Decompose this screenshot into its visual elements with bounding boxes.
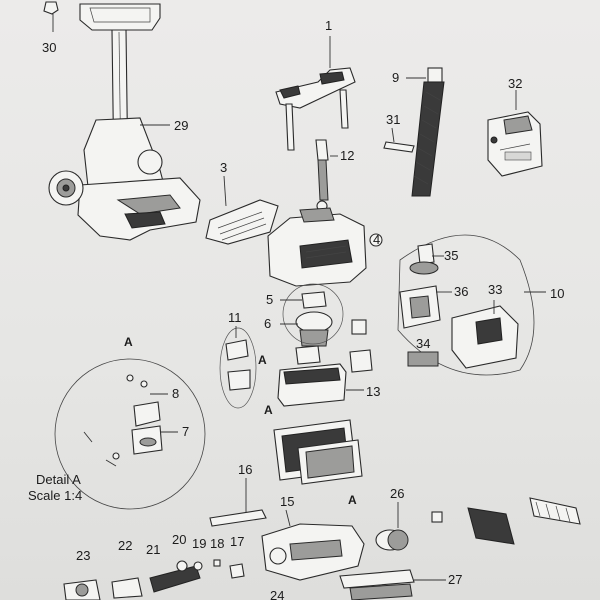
part-5-6-icon xyxy=(282,283,367,347)
label-a-detail: A xyxy=(124,335,133,349)
leader-31 xyxy=(391,127,395,143)
label-11: 11 xyxy=(228,310,242,325)
label-30: 30 xyxy=(42,40,56,55)
leader-3 xyxy=(223,175,227,207)
label-13: 13 xyxy=(366,384,380,399)
label-10: 10 xyxy=(550,286,564,301)
part-30-clip-icon xyxy=(43,1,59,32)
detail-a-title: Detail A xyxy=(36,472,81,487)
label-20: 20 xyxy=(172,532,186,547)
leader-15 xyxy=(285,509,291,527)
motor-unit-icon xyxy=(277,345,373,407)
label-21: 21 xyxy=(146,542,160,557)
label-4: 4 xyxy=(373,232,380,247)
label-a-right: A xyxy=(348,493,357,507)
power-supply-icon xyxy=(487,111,543,177)
label-8: 8 xyxy=(172,386,179,401)
label-24: 24 xyxy=(270,588,284,600)
label-15: 15 xyxy=(280,494,294,509)
label-16: 16 xyxy=(238,462,252,477)
label-a-left: A xyxy=(258,353,267,367)
filter-cartridge-icon xyxy=(273,419,363,485)
brush-wheel-icon xyxy=(375,511,443,551)
label-26: 26 xyxy=(390,486,404,501)
label-19: 19 xyxy=(192,536,206,551)
label-18: 18 xyxy=(210,536,224,551)
detail-a-group-icon xyxy=(54,358,206,510)
part-31-clip-icon xyxy=(383,141,415,153)
label-7: 7 xyxy=(182,424,189,439)
handle-icon xyxy=(275,67,356,151)
label-27: 27 xyxy=(448,572,462,587)
label-12: 12 xyxy=(340,148,354,163)
detail-a-scale: Scale 1:4 xyxy=(28,488,82,503)
label-a-lower: A xyxy=(264,403,273,417)
label-34: 34 xyxy=(416,336,430,351)
part-10-group-icon xyxy=(397,234,535,376)
track-icon xyxy=(467,497,581,545)
label-17: 17 xyxy=(230,534,244,549)
label-36: 36 xyxy=(454,284,468,299)
label-1: 1 xyxy=(325,18,332,33)
part-16-bar-icon xyxy=(209,509,267,527)
part-11-clip-icon xyxy=(219,327,257,409)
front-cover-icon xyxy=(205,199,279,245)
label-35: 35 xyxy=(444,248,458,263)
float-hose-icon xyxy=(411,67,445,197)
label-3: 3 xyxy=(220,160,227,175)
swivel-icon xyxy=(315,139,329,212)
label-32: 32 xyxy=(508,76,522,91)
chassis-icon xyxy=(261,523,365,581)
label-33: 33 xyxy=(488,282,502,297)
top-body-shell-icon xyxy=(267,207,383,287)
label-9: 9 xyxy=(392,70,399,85)
caddy-cart-icon xyxy=(48,3,201,241)
bottom-row-parts-icon xyxy=(63,559,415,600)
label-29: 29 xyxy=(174,118,188,133)
label-31: 31 xyxy=(386,112,400,127)
label-23: 23 xyxy=(76,548,90,563)
label-5: 5 xyxy=(266,292,273,307)
label-6: 6 xyxy=(264,316,271,331)
label-22: 22 xyxy=(118,538,132,553)
